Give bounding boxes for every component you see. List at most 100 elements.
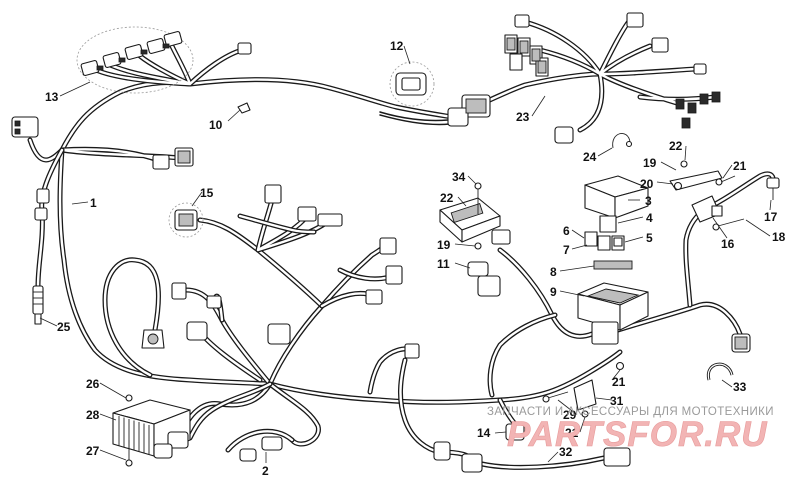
callout-27: 26 [86, 377, 100, 391]
connector-left-top [11, 116, 39, 138]
harness-wire [368, 347, 414, 394]
callout-16: 16 [721, 237, 735, 251]
callout-17: 17 [764, 210, 778, 224]
harness-wire-outline [398, 357, 443, 455]
relay-cover-3 [584, 175, 649, 219]
connector-11 [467, 261, 501, 297]
harness-wire [60, 78, 454, 152]
connector-a [152, 154, 170, 170]
harness-wire [488, 313, 557, 397]
connector-block-23 [447, 94, 491, 127]
callout-2: 2 [262, 464, 269, 478]
callout-22-top: 22 [669, 139, 683, 153]
connector-q [153, 443, 173, 459]
callout-15: 15 [200, 186, 214, 200]
nut-22-top [680, 160, 688, 168]
fuse-block-9 [577, 282, 649, 345]
harness-wire [523, 18, 717, 132]
screw-18 [712, 218, 745, 231]
harness-wire [268, 350, 622, 404]
harness-wire [684, 210, 704, 307]
connector-17 [766, 177, 780, 200]
connector-o [433, 441, 451, 461]
main-harness [27, 17, 776, 470]
cable-32-end-a [461, 453, 483, 473]
inline-fuse [36, 188, 50, 204]
callout-7: 7 [563, 243, 570, 257]
callout-1: 1 [90, 196, 97, 210]
callout-4: 4 [646, 211, 653, 225]
callout-33: 33 [733, 380, 747, 394]
connector-c [264, 184, 282, 204]
callout-34: 34 [452, 170, 466, 184]
connector-e [317, 213, 343, 227]
connector-top-small [237, 42, 252, 55]
wire-clip-24 [612, 133, 633, 149]
connector-cluster-13 [76, 26, 194, 94]
watermark-tagline: ЗАПЧАСТИ И АКСЕССУАРЫ ДЛЯ МОТОТЕХНИКИ [487, 406, 774, 418]
callout-10: 10 [209, 118, 223, 132]
connector-n [404, 343, 420, 359]
connector-g [385, 265, 403, 285]
oxygen-sensor-26 [32, 285, 44, 325]
bracket-10 [237, 102, 251, 114]
connector-b-face [177, 150, 191, 164]
harness-wire [58, 148, 272, 386]
components [11, 12, 780, 473]
callout-8: 8 [550, 265, 557, 279]
harness-wire-outline [59, 77, 455, 153]
screw-21-top [715, 175, 736, 186]
harness-wire [616, 303, 742, 336]
fuse-5 [613, 237, 623, 247]
harness-wire [698, 172, 775, 214]
callout-21-top: 21 [733, 159, 747, 173]
callout-29: 28 [86, 408, 100, 422]
callout-22-lower: 21 [612, 375, 626, 389]
harness-wire [498, 398, 517, 426]
callout-11: 11 [437, 257, 450, 271]
callout-19-left: 19 [437, 238, 451, 252]
connector-d [297, 206, 317, 222]
screw-28 [125, 440, 133, 467]
callout-31: 31 [610, 394, 624, 408]
harness-wire [268, 382, 320, 446]
harness-wire [238, 214, 316, 234]
relay-7b [597, 235, 611, 251]
callout-9: 9 [550, 285, 557, 299]
callout-5: 5 [646, 231, 653, 245]
twisted-lead [379, 111, 451, 126]
callout-24: 24 [583, 150, 597, 164]
callout-labels: 13 10 12 23 24 22 19 20 21 17 18 16 1 15… [45, 39, 786, 478]
callout-20: 20 [640, 177, 654, 191]
bracket-20 [669, 170, 723, 191]
callout-30: 29 [563, 408, 577, 422]
nut-19-left [474, 242, 482, 250]
harness-wire-outline [102, 257, 161, 378]
connector-p [167, 431, 189, 449]
cable-2 [225, 428, 295, 462]
cable-32-end-b [603, 447, 631, 467]
connector-right-lower [731, 333, 751, 353]
connector-i [171, 282, 187, 300]
connector-l [267, 323, 291, 345]
watermark: ЗАПЧАСТИ И АКСЕССУАРЫ ДЛЯ МОТОТЕХНИКИ PA… [487, 406, 774, 454]
relay-4 [599, 215, 617, 233]
watermark-logo: PARTSFOR.RU [507, 415, 768, 454]
harness-wire-outline [267, 243, 391, 387]
callout-14: 14 [477, 426, 491, 440]
connector-12 [389, 61, 435, 107]
connector-j [206, 295, 222, 309]
callout-26: 25 [57, 320, 71, 334]
callout-13: 13 [45, 90, 59, 104]
harness-wire [188, 382, 272, 440]
callout-19-right: 19 [643, 156, 657, 170]
callout-12: 12 [390, 39, 404, 53]
ecu-25 [439, 197, 511, 245]
connector-m [141, 329, 165, 349]
sensor-16 [691, 195, 723, 223]
harness-wire [480, 456, 606, 469]
harness-wire [498, 248, 594, 338]
connector-h [365, 289, 383, 305]
callout-18: 18 [772, 230, 786, 244]
